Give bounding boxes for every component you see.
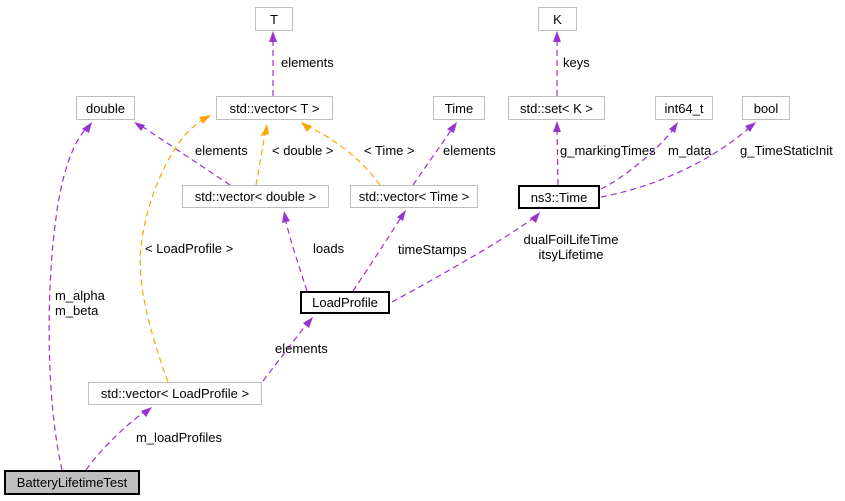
edge-template-double <box>255 133 266 186</box>
arrowhead-vector-t-to-t <box>269 31 277 42</box>
arrowhead-template-time <box>301 122 312 132</box>
arrowhead-ns3-time-to-int64 <box>669 122 678 133</box>
arrowhead-vector-time-to-time <box>447 122 457 133</box>
arrowhead-loadprofile-to-vector-time <box>397 210 406 221</box>
node-k: K <box>538 7 577 31</box>
arrowhead-ns3-time-to-set-k <box>553 121 561 132</box>
node-int64-t: int64_t <box>655 96 713 120</box>
edge-label-elements-t: elements <box>281 55 334 70</box>
node-battery-lifetime-test: BatteryLifetimeTest <box>4 470 140 495</box>
node-ns3-time[interactable]: ns3::Time <box>518 185 600 209</box>
edge-label-m-loadprofiles: m_loadProfiles <box>136 430 222 445</box>
node-double: double <box>76 96 135 120</box>
edge-label-elements-time: elements <box>443 143 496 158</box>
edge-label-loads: loads <box>313 241 345 256</box>
arrowhead-template-double <box>261 124 269 136</box>
node-set-k: std::set< K > <box>508 96 605 120</box>
node-vector-t: std::vector< T > <box>216 96 333 120</box>
edge-label-lifetimes: dualFoilLifeTime itsyLifetime <box>523 232 619 262</box>
edge-label-template-loadprofile: < LoadProfile > <box>145 241 234 256</box>
edge-template-time <box>308 126 381 186</box>
edge-label-m-data: m_data <box>668 143 712 158</box>
node-time: Time <box>433 96 485 120</box>
edge-label-template-double: < double > <box>272 143 334 158</box>
edge-label-elements-loadprofile: elements <box>275 341 328 356</box>
edge-vector-loadprofile-to-loadprofile <box>262 324 307 382</box>
edge-label-timestamps: timeStamps <box>398 242 467 257</box>
arrowhead-set-k-to-k <box>553 31 561 42</box>
edge-ns3-time-to-set-k <box>556 129 559 186</box>
node-vector-double: std::vector< double > <box>182 185 329 208</box>
edge-vector-time-to-time <box>412 128 453 186</box>
arrowhead-loadprofile-to-ns3-time <box>530 212 540 223</box>
edge-label-alpha-beta: m_alpha m_beta <box>55 288 105 318</box>
edge-label-template-time: < Time > <box>364 143 415 158</box>
arrowhead-battery-to-double <box>82 122 92 133</box>
arrowhead-loadprofile-to-vector-double <box>282 211 290 223</box>
edge-label-keys: keys <box>563 55 590 70</box>
edge-ns3-time-to-bool <box>600 127 750 198</box>
arrowhead-vector-double-to-double <box>134 122 145 131</box>
node-vector-loadprofile: std::vector< LoadProfile > <box>88 382 262 405</box>
edge-loadprofile-to-ns3-time <box>391 218 533 303</box>
edge-loadprofile-to-vector-time <box>352 218 401 292</box>
edge-vector-double-to-double <box>142 126 231 186</box>
node-bool: bool <box>742 96 790 120</box>
edge-battery-to-double <box>48 128 87 471</box>
node-vector-time: std::vector< Time > <box>350 185 478 208</box>
node-t: T <box>255 7 293 31</box>
edge-label-g-time-static-init: g_TimeStaticInit <box>740 143 833 158</box>
edge-label-elements-double: elements <box>195 143 248 158</box>
edge-battery-to-vector-loadprofile <box>85 411 145 471</box>
edge-loadprofile-to-vector-double <box>285 221 308 292</box>
edge-template-loadprofile <box>139 119 203 383</box>
edge-label-g-marking-times: g_markingTimes <box>560 143 656 158</box>
arrowhead-template-loadprofile <box>199 115 211 124</box>
arrowhead-vector-loadprofile-to-loadprofile <box>303 317 313 328</box>
edge-ns3-time-to-int64 <box>600 130 673 190</box>
arrowhead-ns3-time-to-bool <box>745 122 756 132</box>
arrowhead-battery-to-vector-loadprofile <box>141 407 152 417</box>
node-loadprofile[interactable]: LoadProfile <box>300 291 390 314</box>
